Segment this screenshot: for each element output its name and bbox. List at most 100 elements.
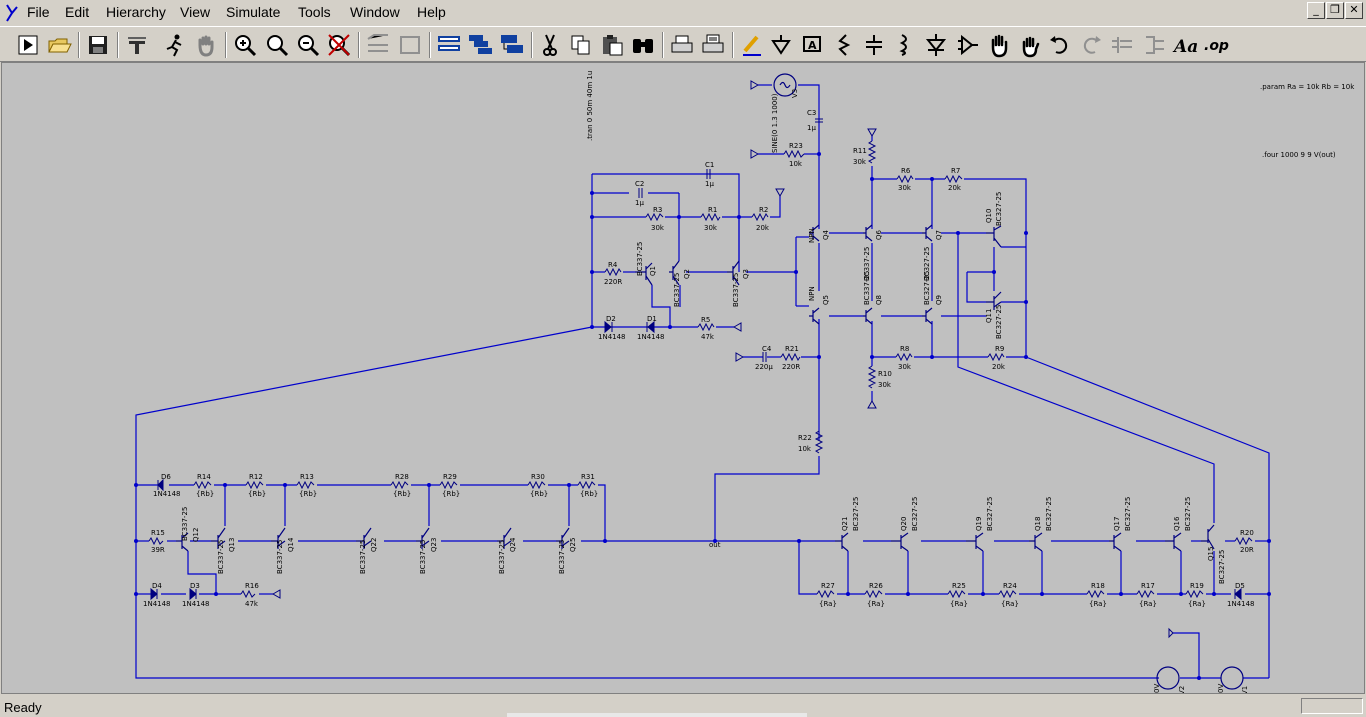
transistor-q17	[1109, 532, 1122, 552]
label-r28-value: {Rb}	[393, 490, 411, 498]
zoom-in-icon[interactable]	[231, 31, 259, 59]
ground-icon[interactable]	[767, 31, 795, 59]
paste-icon[interactable]	[598, 31, 626, 59]
label-r21: R21	[785, 345, 799, 353]
cut-icon[interactable]	[536, 31, 564, 59]
schematic-canvas[interactable]: V3 SINE(0 1.3 1000) C3 1µ R23 10k C1 1µ …	[1, 62, 1365, 694]
label-r16-value: 47k	[245, 600, 259, 608]
pan-icon[interactable]	[192, 31, 220, 59]
transistor-q20	[891, 532, 909, 552]
spice-directive-icon[interactable]: .op	[1203, 31, 1231, 59]
label-d2-value: 1N4148	[598, 333, 626, 341]
run-icon[interactable]	[14, 31, 42, 59]
save-icon[interactable]	[84, 31, 112, 59]
schematic-drawing[interactable]: V3 SINE(0 1.3 1000) C3 1µ R23 10k C1 1µ …	[2, 63, 1364, 693]
label-q23-model: BC337-25	[419, 540, 427, 574]
move-icon[interactable]	[985, 31, 1013, 59]
mirror-icon[interactable]	[1140, 31, 1168, 59]
label-r6: R6	[901, 167, 911, 175]
halt-icon[interactable]	[160, 31, 188, 59]
menu-file[interactable]: File	[27, 4, 50, 20]
component-icon[interactable]	[954, 31, 982, 59]
label-d6-value: 1N4148	[153, 490, 181, 498]
copy-icon[interactable]	[567, 31, 595, 59]
zoom-out-icon[interactable]	[294, 31, 322, 59]
close-button[interactable]: ✕	[1345, 2, 1363, 19]
transistor-symbols	[176, 224, 1215, 552]
text-icon[interactable]: Aa	[1172, 31, 1200, 59]
resistor-icon[interactable]	[830, 31, 858, 59]
label-r17-value: {Ra}	[1139, 600, 1157, 608]
status-text: Ready	[4, 700, 42, 715]
diode-icon[interactable]	[922, 31, 950, 59]
label-c2: C2	[635, 180, 644, 188]
drag-icon[interactable]	[1016, 31, 1044, 59]
label-d2: D2	[606, 315, 616, 323]
label-icon[interactable]: A	[798, 31, 826, 59]
zoom-cancel-icon[interactable]	[325, 31, 353, 59]
label-r23-value: 10k	[789, 160, 803, 168]
netlist-icon[interactable]	[466, 31, 494, 59]
toolbar-separator	[225, 32, 227, 58]
undo-icon[interactable]	[1046, 31, 1074, 59]
menu-view[interactable]: View	[180, 4, 211, 20]
label-q14: Q14	[287, 537, 295, 552]
label-r7-value: 20k	[948, 184, 962, 192]
transistor-q14	[271, 527, 286, 549]
label-q22-model: BC337-25	[359, 540, 367, 574]
label-q20: Q20	[900, 517, 908, 531]
inductor-icon[interactable]	[890, 31, 918, 59]
wire-icon[interactable]	[737, 31, 765, 59]
control-panel-icon[interactable]	[123, 31, 151, 59]
zoom-fit-icon[interactable]	[263, 31, 291, 59]
menu-window[interactable]: Window	[350, 4, 400, 20]
capacitor-icon[interactable]	[860, 31, 888, 59]
label-r24: R24	[1003, 582, 1017, 590]
tile-icon[interactable]	[364, 31, 392, 59]
print-icon[interactable]	[699, 31, 727, 59]
spice-directives[interactable]: .tran 0 50m 40m 1u .param Ra = 10k Rb = …	[586, 71, 1355, 159]
transistor-q6	[863, 224, 873, 242]
redo-icon[interactable]	[1077, 31, 1105, 59]
label-d3-value: 1N4148	[182, 600, 210, 608]
menu-simulate[interactable]: Simulate	[226, 4, 281, 20]
label-r8: R8	[900, 345, 909, 353]
menu-help[interactable]: Help	[417, 4, 446, 20]
label-r28: R28	[395, 473, 409, 481]
diode-symbols	[150, 320, 1242, 601]
horizontal-scrollbar[interactable]	[507, 713, 807, 717]
label-q21: Q21	[841, 517, 849, 531]
label-r27: R27	[821, 582, 835, 590]
label-q24-model: BC337-25	[498, 540, 506, 574]
find-icon[interactable]	[629, 31, 657, 59]
label-q9-model: BC327-25	[923, 271, 931, 305]
label-r24-value: {Ra}	[1001, 600, 1019, 608]
label-r20-value: 20R	[1240, 546, 1254, 554]
label-q4-model: NPN	[808, 228, 816, 243]
menu-tools[interactable]: Tools	[298, 4, 331, 20]
label-r13-value: {Rb}	[299, 490, 317, 498]
menu-edit[interactable]: Edit	[65, 4, 90, 20]
label-r10-value: 30k	[878, 381, 892, 389]
schematic-icon[interactable]	[435, 31, 463, 59]
svg-text:A: A	[808, 39, 817, 52]
label-v2-value: 0V	[1153, 684, 1161, 693]
open-icon[interactable]	[45, 31, 73, 59]
svg-text:.op: .op	[1204, 38, 1229, 54]
minimize-button[interactable]: _	[1307, 2, 1325, 19]
label-r29: R29	[443, 473, 457, 481]
label-r25-value: {Ra}	[950, 600, 968, 608]
label-c4-value: 220µ	[755, 363, 773, 371]
print-setup-icon[interactable]	[668, 31, 696, 59]
label-r18: R18	[1091, 582, 1105, 590]
rotate-icon[interactable]	[1108, 31, 1136, 59]
transistor-q22	[356, 527, 372, 549]
menu-hierarchy[interactable]: Hierarchy	[106, 4, 166, 20]
label-q25: Q25	[569, 538, 577, 552]
voltage-source-v2	[1156, 666, 1180, 690]
label-q2: Q2	[683, 269, 691, 279]
restore-button[interactable]: ❐	[1326, 2, 1344, 19]
multi-window-icon[interactable]	[498, 31, 526, 59]
transistor-q24	[497, 527, 512, 549]
cascade-icon[interactable]	[396, 31, 424, 59]
